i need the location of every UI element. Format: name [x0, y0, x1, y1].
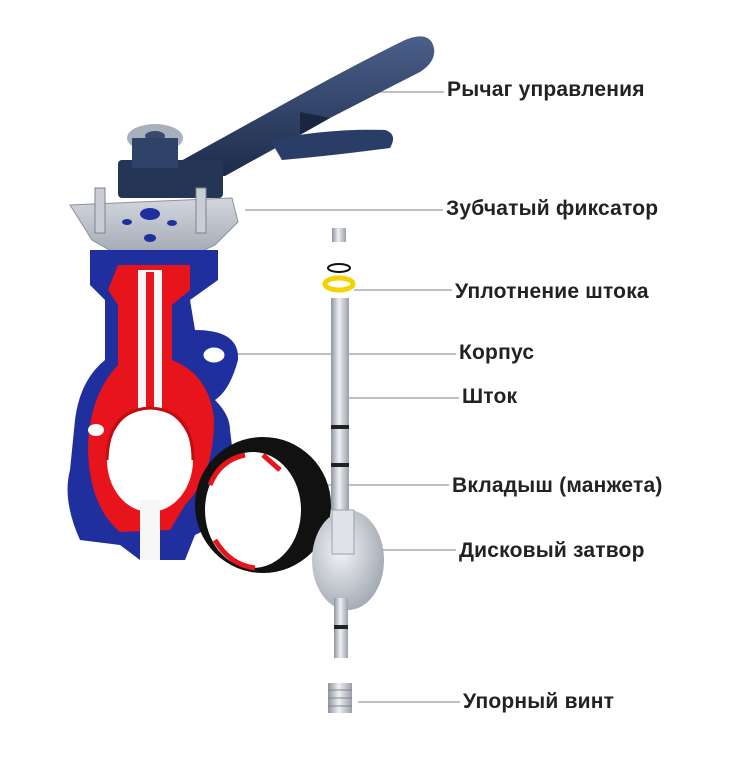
label-liner-cuff: Вкладыш (манжета) [452, 474, 663, 497]
label-toothed-lock: Зубчатый фиксатор [446, 197, 659, 220]
label-control-lever: Рычаг управления [447, 78, 645, 101]
control-lever-part [118, 36, 435, 198]
stem-shaft [331, 298, 349, 510]
liner-cuff-part [195, 437, 331, 573]
stem-assembly [312, 228, 384, 713]
stem-seal-ring [322, 275, 356, 293]
label-stem: Шток [462, 385, 518, 408]
label-stem-seal: Уплотнение штока [455, 280, 649, 303]
label-thrust-screw: Упорный винт [463, 690, 615, 713]
toothed-lock-part [69, 187, 239, 263]
disc-shutter-part [312, 510, 384, 610]
valve-body-part [67, 250, 239, 560]
label-body: Корпус [459, 341, 535, 364]
label-disc-shutter: Дисковый затвор [459, 539, 645, 562]
